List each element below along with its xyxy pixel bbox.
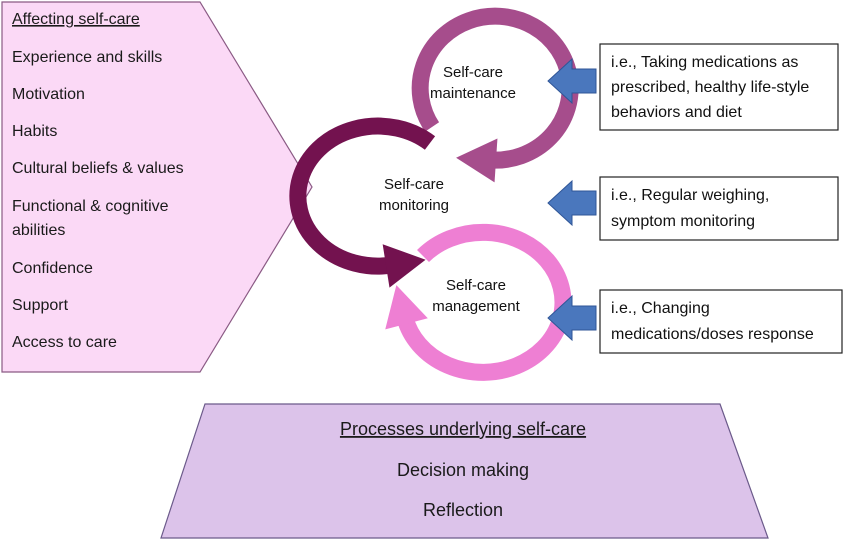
factor-functional-line2: abilities (12, 222, 65, 239)
processes-shape (160, 403, 769, 539)
maintenance-arc (411, 7, 579, 183)
monitoring-arc (289, 117, 436, 288)
arrow-management (547, 294, 597, 342)
example-monitoring-line2: symptom monitoring (611, 213, 755, 230)
example-management-line1: i.e., Changing (611, 300, 710, 317)
arrow-maintenance (547, 57, 597, 105)
example-box-monitoring: i.e., Regular weighing, symptom monitori… (599, 176, 839, 241)
example-maintenance-line2: prescribed, healthy life-style (611, 79, 809, 96)
factor-habits: Habits (12, 123, 57, 140)
factors-shape (1, 1, 313, 373)
factor-confidence: Confidence (12, 260, 93, 277)
management-label-1: Self-care (446, 277, 506, 294)
processes-title: Processes underlying self-care (340, 419, 586, 439)
process-reflection: Reflection (423, 500, 503, 520)
factor-cultural: Cultural beliefs & values (12, 160, 184, 177)
example-maintenance-line1: i.e., Taking medications as (611, 54, 798, 71)
arrow-monitoring (547, 179, 597, 227)
example-maintenance-line3: behaviors and diet (611, 104, 742, 121)
process-decision-making: Decision making (397, 460, 529, 480)
factor-motivation: Motivation (12, 86, 85, 103)
example-management-line2: medications/doses response (611, 326, 814, 343)
example-box-maintenance: i.e., Taking medications as prescribed, … (599, 43, 839, 131)
example-monitoring-line1: i.e., Regular weighing, (611, 187, 769, 204)
maintenance-label-2: maintenance (430, 85, 516, 102)
monitoring-label-1: Self-care (384, 176, 444, 193)
factor-functional-line1: Functional & cognitive (12, 198, 169, 215)
management-label-2: management (432, 298, 520, 315)
processes-panel: Processes underlying self-care Decision … (160, 403, 769, 539)
factors-title: Affecting self-care (12, 11, 140, 28)
factor-experience: Experience and skills (12, 49, 162, 66)
maintenance-label-1: Self-care (443, 64, 503, 81)
factor-access: Access to care (12, 334, 117, 351)
self-care-cycle: Self-care maintenance Self-care monitori… (289, 7, 579, 381)
monitoring-label-2: monitoring (379, 197, 449, 214)
factors-panel: Affecting self-care Experience and skill… (1, 1, 313, 373)
example-box-management: i.e., Changing medications/doses respons… (599, 289, 843, 354)
factor-support: Support (12, 297, 69, 314)
